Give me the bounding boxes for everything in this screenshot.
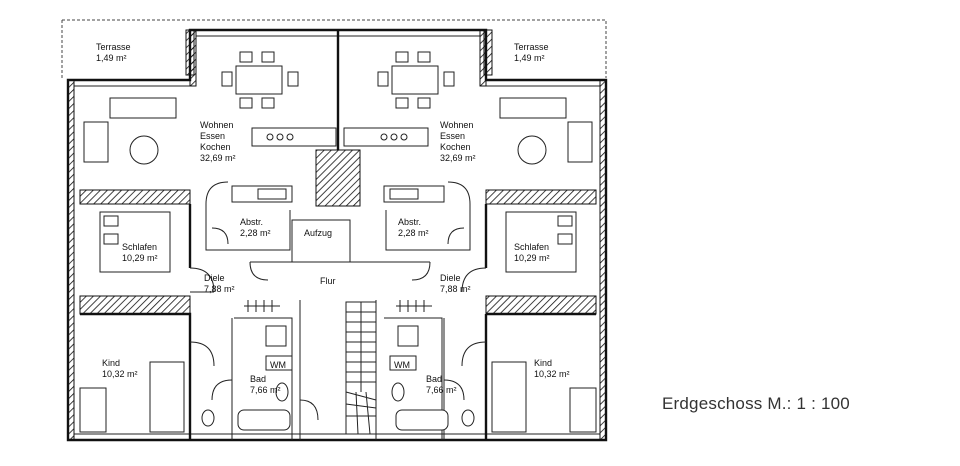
label-terrace-left: Terrasse bbox=[96, 42, 131, 52]
label-elevator: Aufzug bbox=[304, 228, 332, 238]
wardrobe-marks bbox=[244, 300, 432, 312]
living-furniture-left bbox=[83, 97, 177, 165]
svg-text:1,49 m²: 1,49 m² bbox=[514, 53, 545, 63]
svg-text:2,28 m²: 2,28 m² bbox=[398, 228, 429, 238]
label-hallway: Flur bbox=[320, 276, 336, 286]
label-hall-left: Diele bbox=[204, 273, 225, 283]
svg-text:7,66 m²: 7,66 m² bbox=[426, 385, 457, 395]
child-furniture-left bbox=[79, 361, 185, 433]
svg-text:1,49 m²: 1,49 m² bbox=[96, 53, 127, 63]
svg-text:Essen: Essen bbox=[440, 131, 465, 141]
kitchen-counters bbox=[231, 127, 445, 203]
label-living-left: Wohnen bbox=[200, 120, 233, 130]
svg-text:10,29 m²: 10,29 m² bbox=[122, 253, 158, 263]
child-furniture-right bbox=[491, 361, 597, 433]
label-storage-left: Abstr. bbox=[240, 217, 263, 227]
bath-fixtures-left bbox=[201, 325, 293, 431]
label-terrace-right: Terrasse bbox=[514, 42, 549, 52]
svg-text:10,29 m²: 10,29 m² bbox=[514, 253, 550, 263]
dining-set-right bbox=[377, 51, 455, 109]
dining-set-left bbox=[221, 51, 299, 109]
label-bath-right: Bad bbox=[426, 374, 442, 384]
label-bath-left: Bad bbox=[250, 374, 266, 384]
svg-text:Kochen: Kochen bbox=[440, 142, 471, 152]
living-furniture-right bbox=[499, 97, 593, 165]
svg-text:Kochen: Kochen bbox=[200, 142, 231, 152]
svg-text:10,32 m²: 10,32 m² bbox=[102, 369, 138, 379]
label-washer-right: WM bbox=[394, 360, 410, 370]
svg-text:10,32 m²: 10,32 m² bbox=[534, 369, 570, 379]
label-living-right: Wohnen bbox=[440, 120, 473, 130]
bath-fixtures-right bbox=[389, 325, 475, 431]
label-washer-left: WM bbox=[270, 360, 286, 370]
terrace-outline bbox=[61, 19, 607, 78]
bed-left bbox=[99, 211, 171, 273]
svg-text:2,28 m²: 2,28 m² bbox=[240, 228, 271, 238]
svg-text:7,88 m²: 7,88 m² bbox=[204, 284, 235, 294]
staircase bbox=[345, 301, 377, 435]
svg-text:32,69 m²: 32,69 m² bbox=[200, 153, 236, 163]
room-labels: Terrasse 1,49 m² Terrasse 1,49 m² Wohnen… bbox=[96, 42, 570, 395]
label-bedroom-right: Schlafen bbox=[514, 242, 549, 252]
bed-right bbox=[505, 211, 577, 273]
plan-title: Erdgeschoss M.: 1 : 100 bbox=[662, 394, 850, 413]
label-bedroom-left: Schlafen bbox=[122, 242, 157, 252]
svg-text:Essen: Essen bbox=[200, 131, 225, 141]
door-swings bbox=[189, 181, 487, 421]
label-hall-right: Diele bbox=[440, 273, 461, 283]
label-storage-right: Abstr. bbox=[398, 217, 421, 227]
label-child-right: Kind bbox=[534, 358, 552, 368]
svg-text:32,69 m²: 32,69 m² bbox=[440, 153, 476, 163]
svg-text:7,66 m²: 7,66 m² bbox=[250, 385, 281, 395]
label-child-left: Kind bbox=[102, 358, 120, 368]
svg-text:7,88 m²: 7,88 m² bbox=[440, 284, 471, 294]
